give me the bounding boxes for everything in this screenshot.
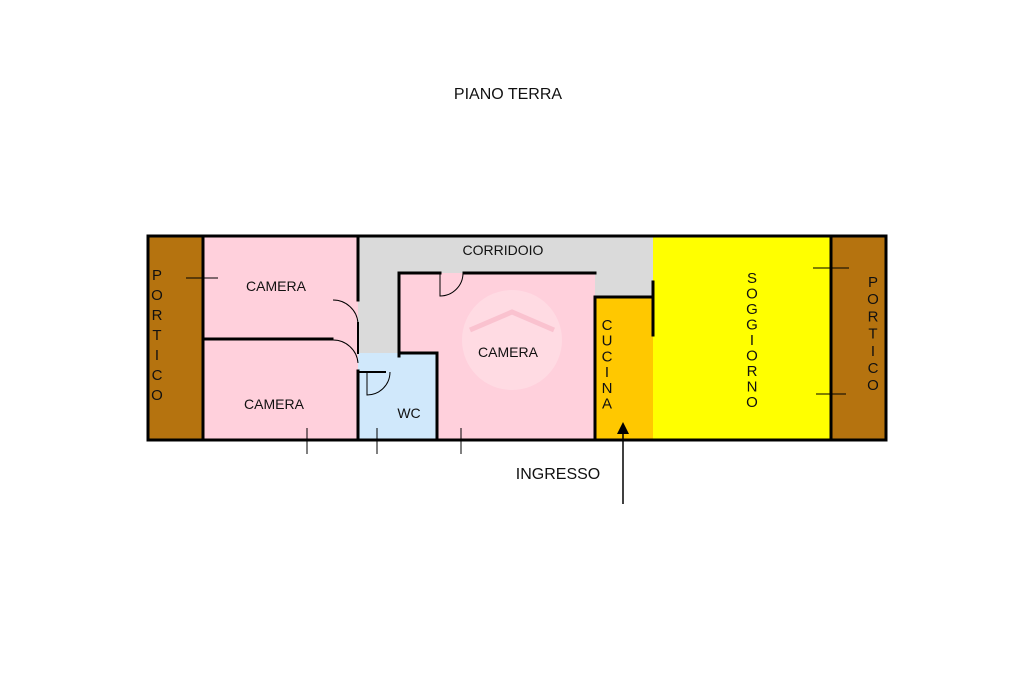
watermark-house-icon xyxy=(462,290,562,390)
label-camera-top: CAMERA xyxy=(246,278,307,294)
door-swings xyxy=(332,272,464,396)
window-marks xyxy=(186,252,849,454)
entrance-label: INGRESSO xyxy=(516,466,600,483)
room-portico-left xyxy=(148,236,203,440)
plan-title: PIANO TERRA xyxy=(454,86,563,103)
walls xyxy=(146,234,888,442)
room-camera-top xyxy=(203,236,358,339)
entrance-arrow-icon xyxy=(617,422,629,504)
label-camera-bottom: CAMERA xyxy=(244,396,305,412)
room-soggiorno xyxy=(653,236,831,440)
room-portico-right xyxy=(831,236,886,440)
label-camera-center: CAMERA xyxy=(478,344,539,360)
room-cucina xyxy=(595,297,653,440)
label-corridoio: CORRIDOIO xyxy=(463,242,544,258)
label-wc: WC xyxy=(397,405,420,421)
room-camera-bottom xyxy=(203,339,358,440)
room-corridoio xyxy=(358,236,653,353)
room-wc xyxy=(358,353,437,440)
